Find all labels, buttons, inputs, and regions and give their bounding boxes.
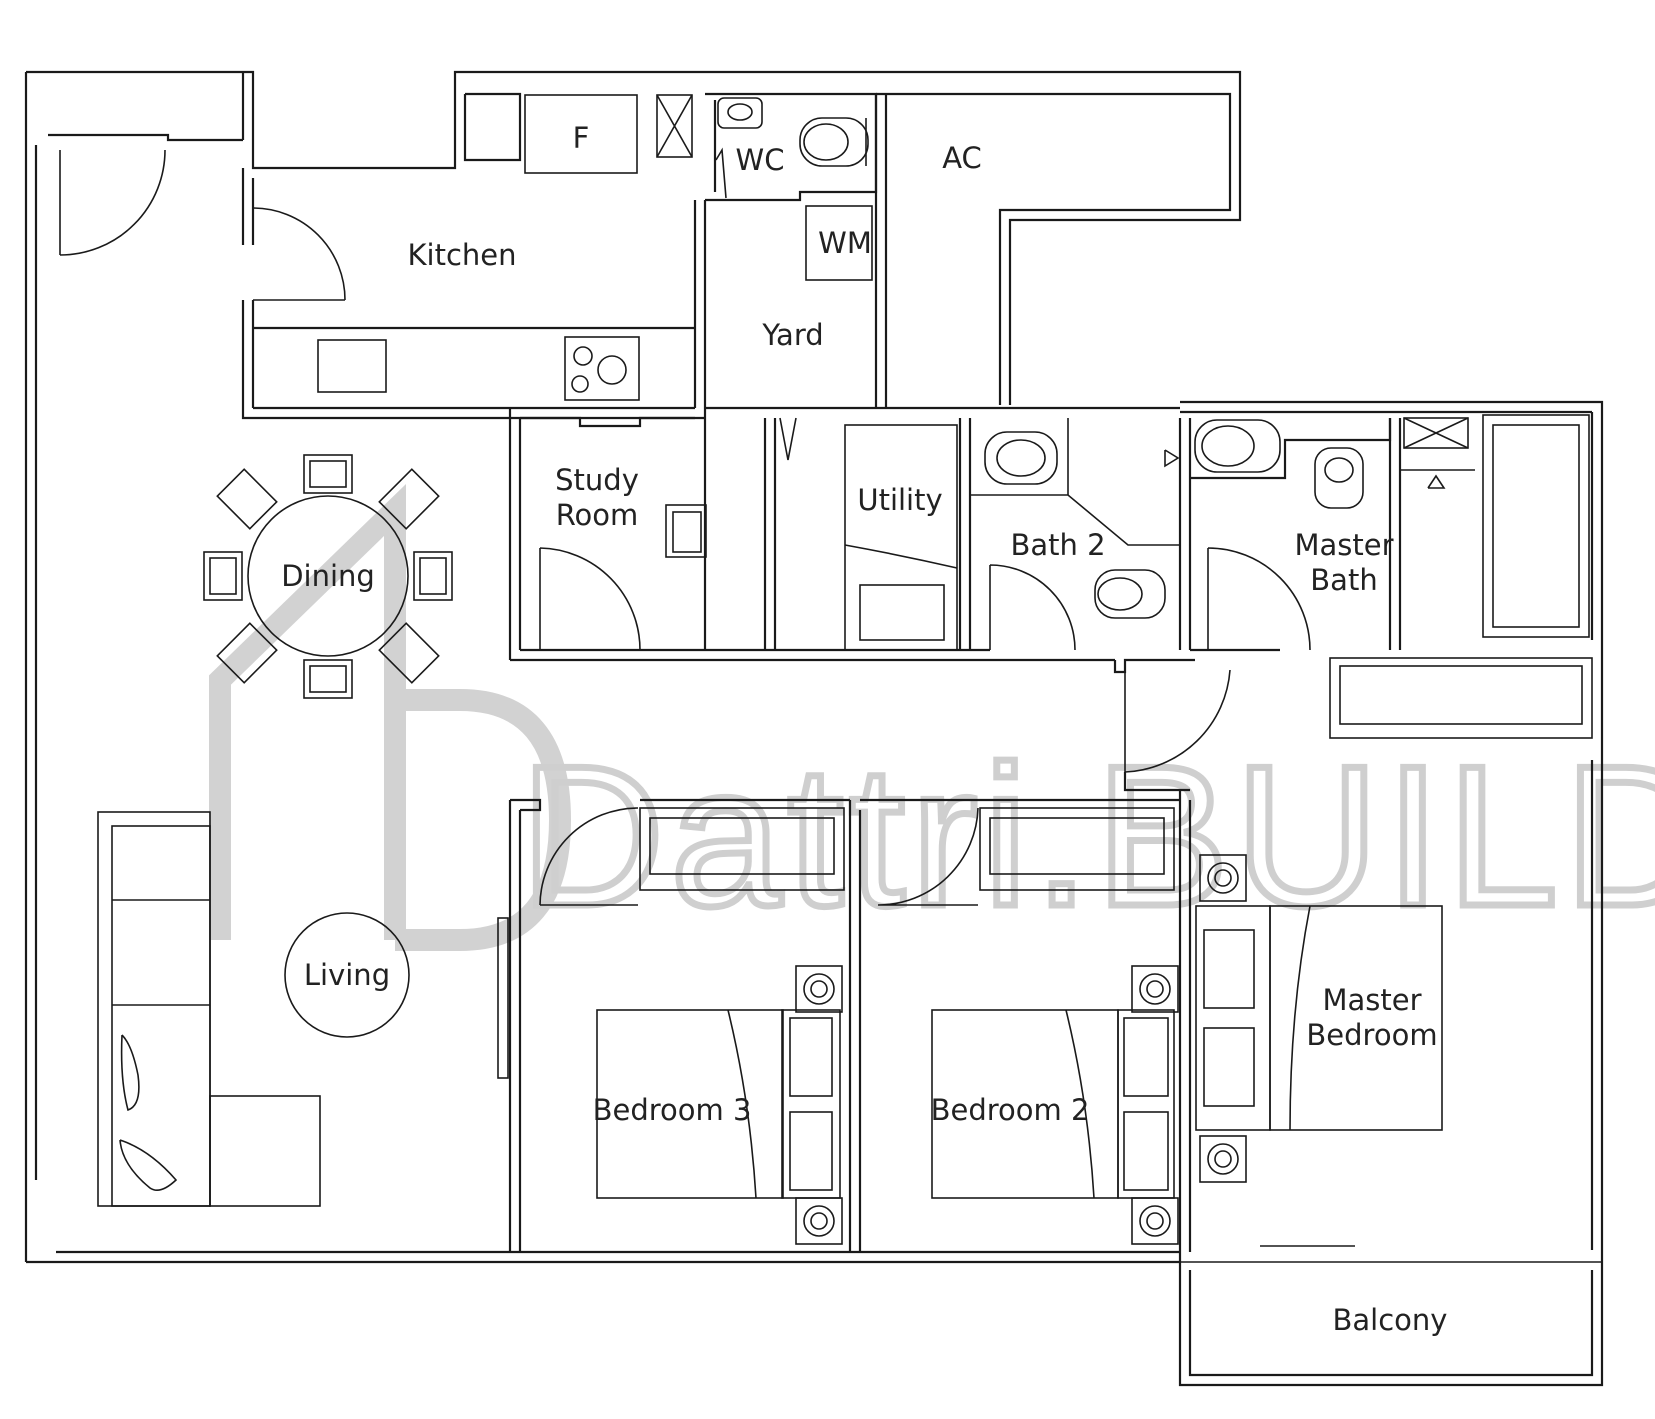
- room-label-fridge: F: [573, 121, 590, 155]
- room-label-wc: WC: [736, 143, 785, 177]
- room-label-wm: WM: [818, 226, 872, 260]
- master-wardrobe: [1329, 657, 1593, 739]
- room-label-yard: Yard: [761, 318, 823, 352]
- kitchen-area: Kitchen F: [59, 94, 707, 420]
- room-label-bedroom3: Bedroom 3: [593, 1093, 752, 1127]
- living-area: Living: [97, 811, 509, 1207]
- utility-fixture: [844, 424, 958, 651]
- room-label-ac: AC: [942, 141, 982, 175]
- room-label-living: Living: [304, 958, 390, 992]
- room-label-utility: Utility: [857, 483, 942, 517]
- corridor: [1000, 657, 1593, 792]
- washing-machine: [805, 205, 873, 281]
- middle-rooms: Study Room Utility Bath 2: [508, 406, 1590, 662]
- bedroom2-wardrobe: [979, 807, 1175, 891]
- service-shaft: [656, 94, 693, 158]
- room-label-study-1: Study: [555, 463, 639, 497]
- sofa: [97, 811, 211, 1207]
- room-label-balcony: Balcony: [1333, 1303, 1448, 1337]
- watermark-text: Dattri.BUILD: [520, 725, 1655, 948]
- master-bathtub: [1482, 414, 1590, 638]
- kitchen-sink: [317, 339, 387, 393]
- dining-table: [247, 495, 409, 657]
- bedroom3-bed: [596, 1009, 784, 1199]
- kitchen-door: [252, 207, 346, 301]
- bedroom3-wardrobe: [639, 807, 845, 891]
- room-label-bedroom2: Bedroom 2: [931, 1093, 1090, 1127]
- bedroom3-door: [539, 807, 639, 906]
- kitchen-hob: [564, 336, 640, 401]
- outer-walls: [24, 70, 1604, 1387]
- dining-set: Dining: [203, 454, 453, 699]
- study-door: [539, 547, 641, 651]
- utility-basin: [859, 584, 945, 641]
- corridor-door: [1124, 669, 1231, 773]
- room-label-master-bedroom-1: Master: [1322, 983, 1421, 1017]
- room-label-master-bedroom-2: Bedroom: [1306, 1018, 1437, 1052]
- bedrooms: Bedroom 3 Bedroom 2 Master Bedroom: [508, 790, 1443, 1262]
- bath2-door: [989, 564, 1076, 651]
- fridge: [524, 94, 638, 174]
- room-label-master-bath-1: Master: [1294, 528, 1393, 562]
- room-label-dining: Dining: [281, 559, 375, 593]
- master-bath-door: [1207, 547, 1311, 651]
- room-label-master-bath-2: Bath: [1310, 563, 1377, 597]
- room-label-kitchen: Kitchen: [408, 238, 517, 272]
- bedroom2-door: [877, 807, 979, 906]
- watermark: Dattri.BUILD: [209, 483, 1655, 952]
- chaise: [209, 1095, 321, 1207]
- coffee-table: [284, 912, 410, 1038]
- room-label-bath2: Bath 2: [1010, 528, 1105, 562]
- room-label-study-2: Room: [556, 498, 639, 532]
- study-desk: [665, 504, 707, 558]
- entrance-door: [59, 149, 166, 256]
- service-yard: WC AC WM Yard: [705, 92, 982, 408]
